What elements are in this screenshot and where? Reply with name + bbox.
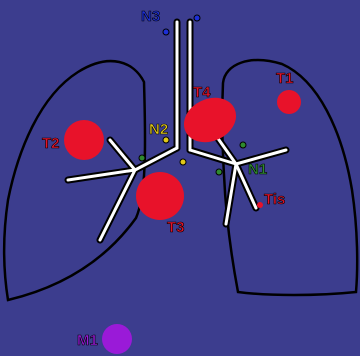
label-n2: N2 [149,121,168,138]
label-t3: T3 [167,219,185,236]
node-n3-dot [194,15,200,21]
node-n1-dot [139,155,145,161]
metastasis-m1 [102,324,132,354]
node-n1-dot [240,142,246,148]
label-n1: N1 [248,161,267,178]
node-n1-dot [216,169,222,175]
label-t2: T2 [42,135,60,152]
label-t4: T4 [193,84,211,101]
tumor-tis [257,202,263,208]
node-n2-dot [180,159,186,165]
node-n3-dot [163,29,169,35]
tumor-t1 [277,90,301,114]
tumor-t2 [64,120,104,160]
tumor-t3 [136,172,184,220]
label-t1: T1 [276,70,294,87]
label-n3: N3 [141,8,160,25]
label-tis: Tis [264,191,285,208]
label-m1: M1 [77,332,98,349]
